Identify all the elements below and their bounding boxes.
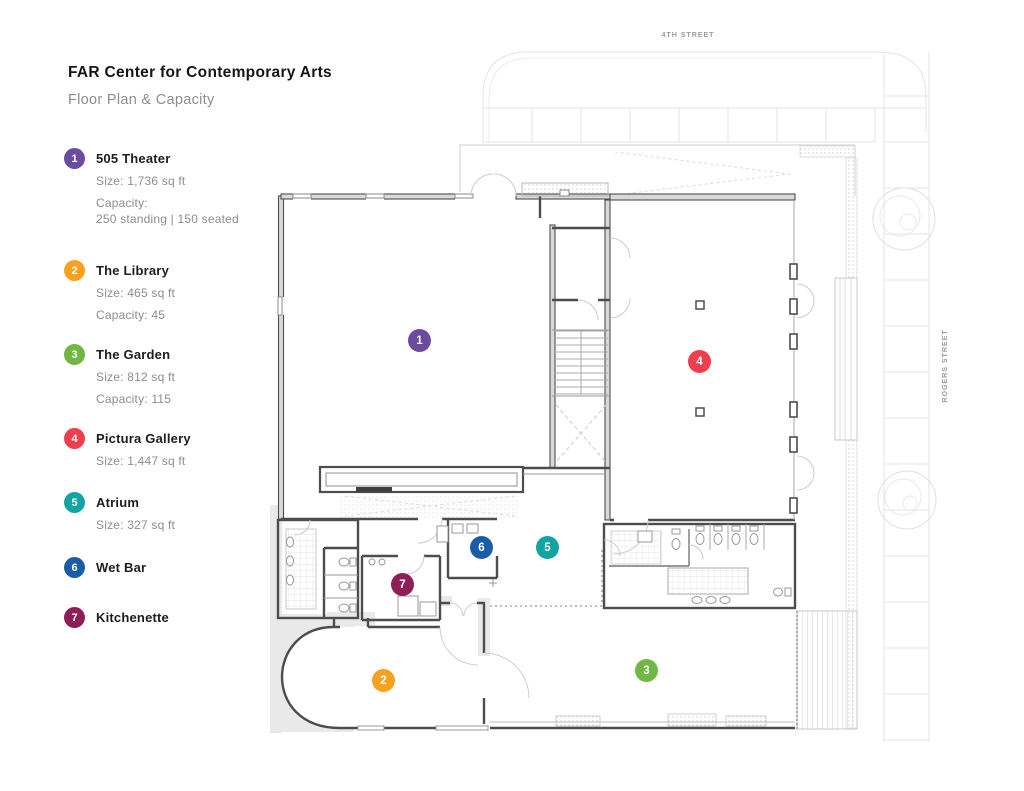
- street-label-right: ROGERS STREET: [940, 329, 949, 402]
- corridor-dashed: [555, 404, 607, 463]
- window-sills: [276, 192, 489, 732]
- legend-item-name: The Library: [96, 263, 169, 278]
- legend-badge: 1: [64, 148, 85, 169]
- legend-badge: 4: [64, 428, 85, 449]
- legend-item-detail: Size: 1,736 sq ft: [96, 174, 186, 188]
- entry-planter-notch: [559, 189, 570, 197]
- page-title: FAR Center for Contemporary Arts: [68, 64, 332, 81]
- kitchenette-fixtures: [368, 523, 497, 617]
- door-arcs: [294, 173, 815, 699]
- legend-item-library: 2 The Library Size: 465 sq ft Capacity: …: [64, 260, 175, 322]
- legend-item-name: The Garden: [96, 347, 171, 362]
- site-sidewalks: [482, 51, 930, 742]
- canopy-outline: [459, 144, 856, 196]
- garden-planters: [555, 713, 767, 727]
- legend-item-name: Pictura Gallery: [96, 431, 191, 446]
- legend-item-name: Atrium: [96, 495, 140, 510]
- glass-lines: [490, 550, 603, 607]
- legend-item-wet-bar: 6 Wet Bar: [64, 557, 146, 578]
- legend-item-detail: Size: 465 sq ft: [96, 286, 176, 300]
- plan-marker-atrium: 5: [536, 536, 559, 559]
- legend-badge: 5: [64, 492, 85, 513]
- restroom-right-fixtures: [610, 525, 792, 604]
- legend-item-detail: Capacity:: [96, 196, 148, 210]
- legend-item-gallery: 4 Pictura Gallery Size: 1,447 sq ft: [64, 428, 191, 468]
- street-label-top: 4TH STREET: [662, 30, 715, 39]
- legend: 1 505 Theater Size: 1,736 sq ft Capacity…: [0, 0, 260, 791]
- legend-item-detail: 250 standing | 150 seated: [96, 212, 239, 226]
- legend-badge: 7: [64, 607, 85, 628]
- legend-item-atrium: 5 Atrium Size: 327 sq ft: [64, 492, 175, 532]
- plan-marker-library: 2: [372, 669, 395, 692]
- legend-item-name: 505 Theater: [96, 151, 171, 166]
- legend-item-garden: 3 The Garden Size: 812 sq ft Capacity: 1…: [64, 344, 175, 406]
- plan-marker-garden: 3: [635, 659, 658, 682]
- gallery-window-posts: [789, 263, 798, 514]
- page-subtitle: Floor Plan & Capacity: [68, 92, 215, 108]
- legend-item-detail: Size: 812 sq ft: [96, 370, 176, 384]
- legend-item-name: Wet Bar: [96, 560, 147, 575]
- legend-badge: 2: [64, 260, 85, 281]
- lobby-floor-texture: [340, 494, 520, 518]
- plan-marker-theater: 1: [408, 329, 431, 352]
- legend-item-kitchenette: 7 Kitchenette: [64, 607, 169, 628]
- legend-item-detail: Capacity: 115: [96, 392, 172, 406]
- tree-icons: [872, 187, 937, 530]
- plan-marker-gallery: 4: [688, 350, 711, 373]
- legend-badge: 3: [64, 344, 85, 365]
- legend-badge: 6: [64, 557, 85, 578]
- legend-item-detail: Size: 1,447 sq ft: [96, 454, 186, 468]
- legend-item-theater: 1 505 Theater Size: 1,736 sq ft Capacity…: [64, 148, 239, 226]
- legend-item-detail: Capacity: 45: [96, 308, 166, 322]
- plan-marker-wet-bar: 6: [470, 536, 493, 559]
- legend-item-name: Kitchenette: [96, 610, 169, 625]
- restroom-left-fixtures: [285, 528, 358, 613]
- display-wall-accent: [356, 487, 392, 492]
- landscape-strips: [796, 145, 858, 730]
- plan-marker-kitchenette: 7: [391, 573, 414, 596]
- header: FAR Center for Contemporary Arts Floor P…: [68, 64, 332, 108]
- legend-item-detail: Size: 327 sq ft: [96, 518, 176, 532]
- staircase: [554, 330, 608, 395]
